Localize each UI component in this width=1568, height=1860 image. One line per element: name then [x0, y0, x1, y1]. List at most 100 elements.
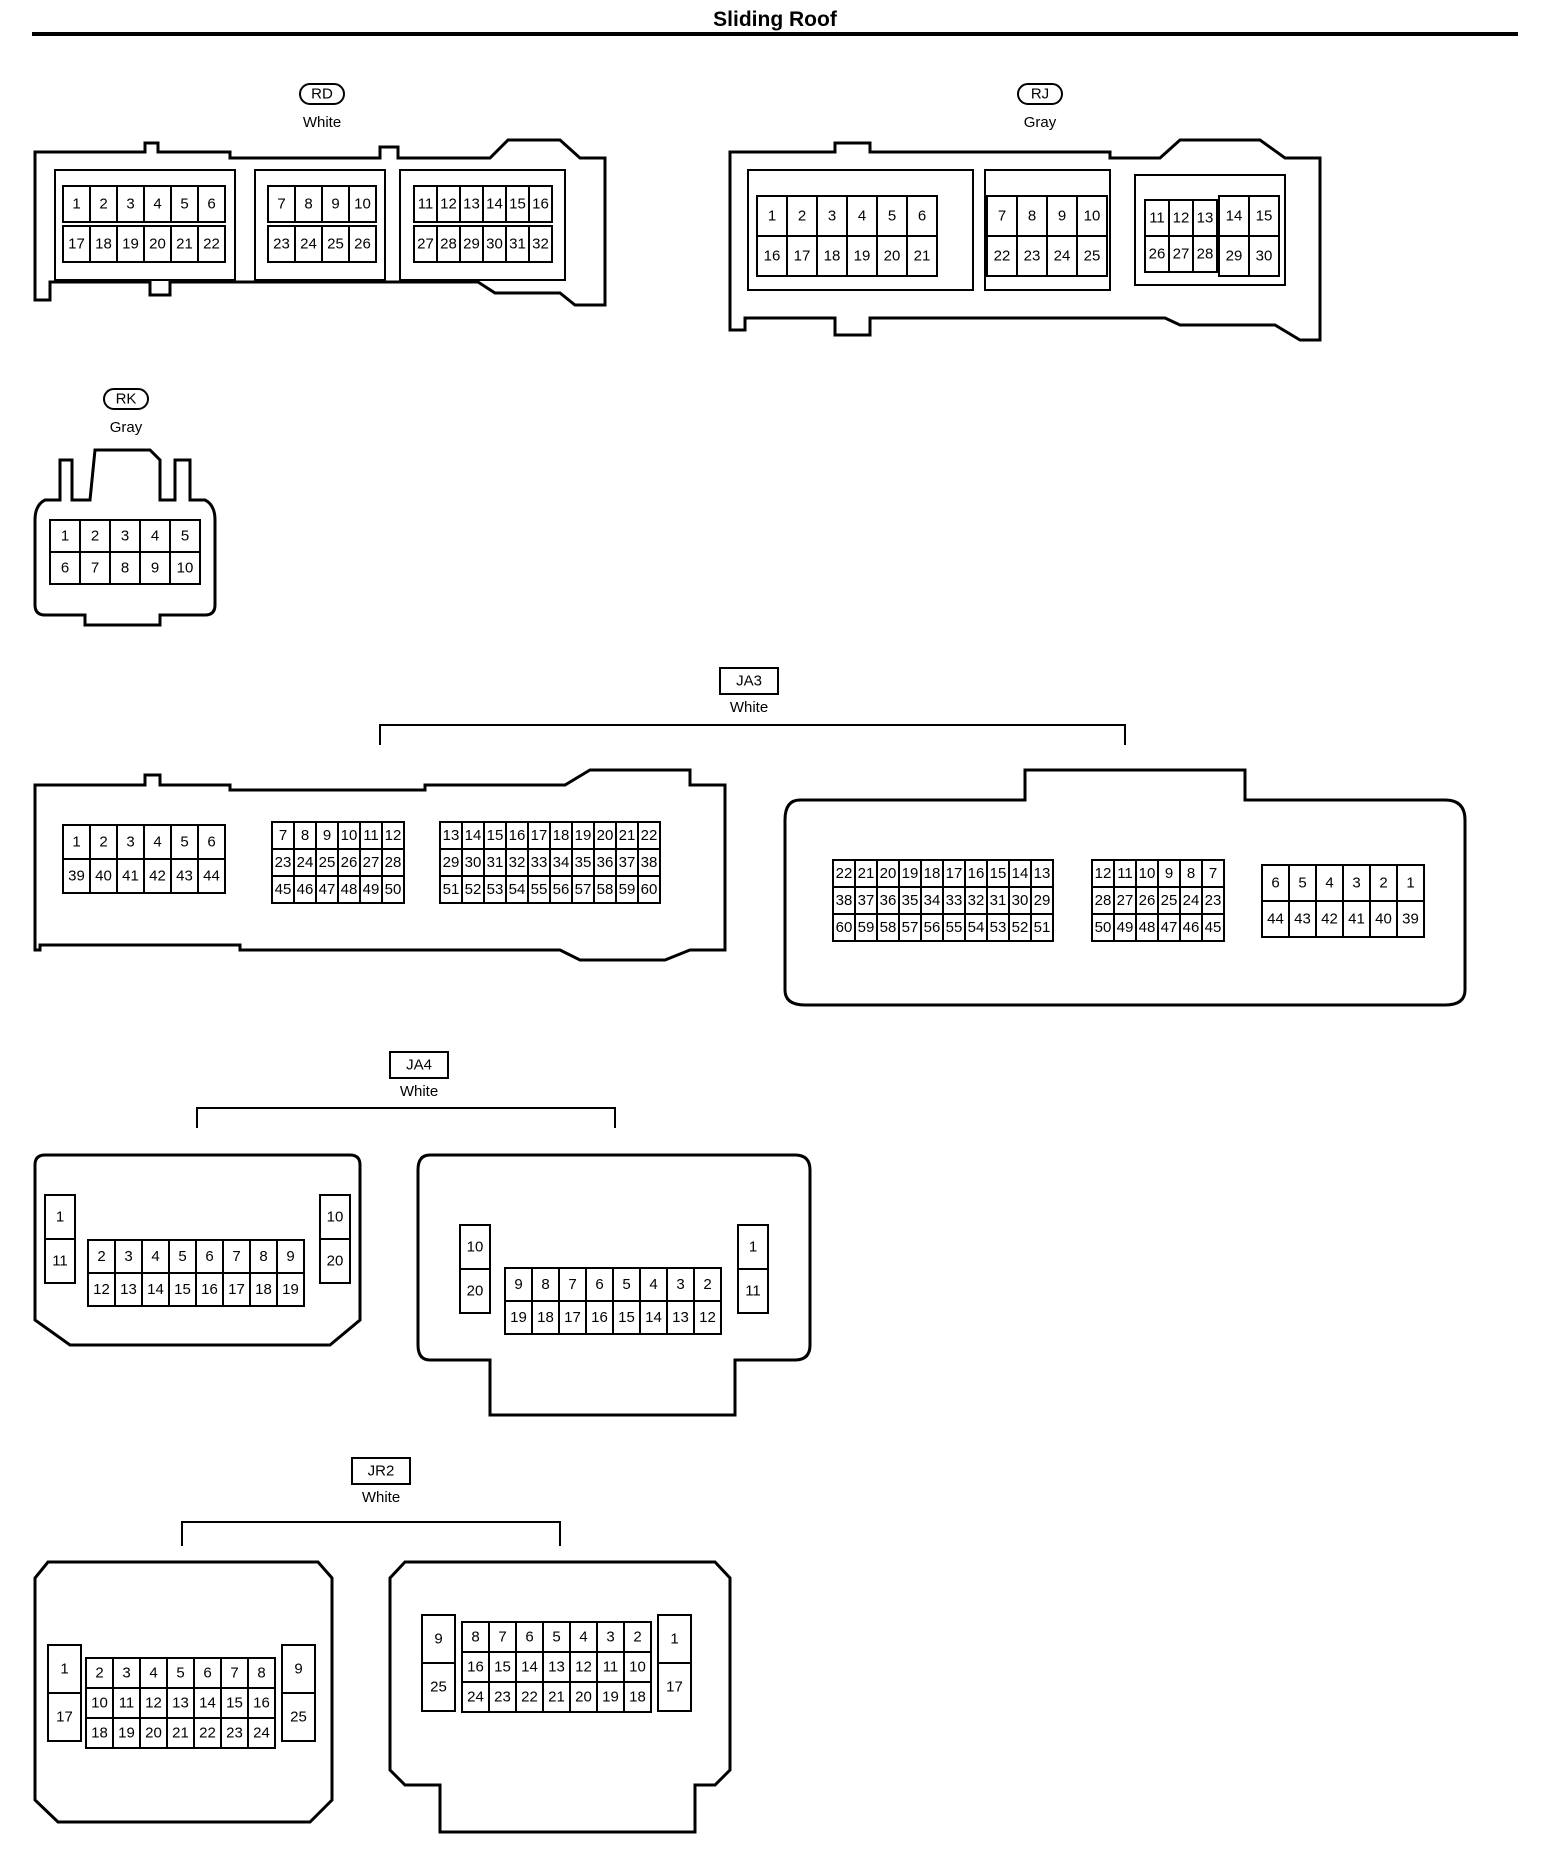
- title-underline: [32, 32, 1518, 36]
- pin-number: 24: [1183, 892, 1200, 909]
- pin-number: 4: [153, 196, 161, 213]
- pin-number: 37: [858, 892, 875, 909]
- pin-number: 50: [385, 881, 402, 898]
- pin-number: 41: [122, 868, 139, 885]
- pin-number: 15: [990, 865, 1007, 882]
- pin-number: 33: [531, 854, 548, 871]
- connector-code-badge: [719, 667, 779, 695]
- pin-number: 19: [575, 827, 592, 844]
- pin-number: 25: [327, 236, 344, 253]
- pin-number: 60: [641, 881, 658, 898]
- pin-number: 8: [121, 560, 129, 577]
- pin-number: 5: [176, 1665, 184, 1682]
- connector-pair-bracket: [181, 1521, 561, 1546]
- pin-number: 17: [68, 236, 85, 253]
- pin-cell: [348, 185, 377, 223]
- pin-number: 54: [509, 881, 526, 898]
- pin-number: 22: [203, 236, 220, 253]
- pin-cell: [1248, 235, 1280, 277]
- pin-number: 17: [228, 1281, 245, 1298]
- pin-cell: [637, 875, 661, 904]
- connector-code: RK: [116, 391, 137, 408]
- pin-number: 23: [1024, 248, 1041, 265]
- pin-number: 43: [176, 868, 193, 885]
- pin-number: 11: [1117, 865, 1133, 882]
- pin-number: 16: [509, 827, 526, 844]
- pin-number: 57: [902, 919, 919, 936]
- pin-number: 11: [603, 1659, 619, 1676]
- pin-number: 56: [924, 919, 941, 936]
- pin-number: 22: [521, 1689, 538, 1706]
- pin-number: 48: [1139, 919, 1156, 936]
- connector-color: White: [730, 699, 768, 716]
- connector-code-badge: [1017, 83, 1063, 105]
- pin-number: 1: [60, 1661, 68, 1678]
- pin-number: 40: [1375, 911, 1392, 928]
- pin-number: 13: [120, 1281, 137, 1298]
- pin-number: 24: [300, 236, 317, 253]
- pin-number: 11: [363, 827, 379, 844]
- pin-number: 33: [946, 892, 963, 909]
- pin-number: 60: [836, 919, 853, 936]
- connector-color: White: [362, 1489, 400, 1506]
- pin-number: 29: [1226, 248, 1243, 265]
- pin-number: 11: [1149, 210, 1165, 227]
- pin-number: 34: [924, 892, 941, 909]
- pin-number: 7: [279, 827, 287, 844]
- pin-number: 53: [990, 919, 1007, 936]
- pin-cell: [1192, 235, 1218, 273]
- pin-number: 23: [494, 1689, 511, 1706]
- pin-number: 4: [579, 1629, 587, 1646]
- pin-number: 12: [1095, 865, 1112, 882]
- pin-number: 39: [68, 868, 85, 885]
- pin-number: 19: [282, 1281, 299, 1298]
- pin-number: 9: [331, 196, 339, 213]
- pin-number: 10: [1139, 865, 1156, 882]
- pin-cell: [1030, 913, 1054, 942]
- pin-cell: [381, 875, 405, 904]
- pin-number: 7: [230, 1665, 238, 1682]
- pin-number: 3: [828, 208, 836, 225]
- pin-cell: [1396, 900, 1425, 938]
- pin-number: 20: [884, 248, 901, 265]
- pin-number: 23: [226, 1725, 243, 1742]
- pin-number: 21: [172, 1725, 189, 1742]
- pin-number: 18: [553, 827, 570, 844]
- pin-number: 15: [509, 196, 526, 213]
- pin-number: 20: [575, 1689, 592, 1706]
- pin-number: 10: [177, 560, 194, 577]
- pin-cell: [44, 1238, 76, 1284]
- pin-number: 15: [494, 1659, 511, 1676]
- pin-number: 47: [1161, 919, 1178, 936]
- pin-number: 15: [174, 1281, 191, 1298]
- pin-cell: [1201, 913, 1225, 942]
- pin-number: 15: [487, 827, 504, 844]
- pin-number: 8: [1028, 208, 1036, 225]
- pin-number: 14: [645, 1309, 662, 1326]
- pin-number: 15: [618, 1309, 635, 1326]
- pin-cell: [657, 1662, 692, 1712]
- pin-number: 27: [417, 236, 434, 253]
- pin-number: 9: [323, 827, 331, 844]
- pin-number: 6: [207, 834, 215, 851]
- pin-number: 20: [145, 1725, 162, 1742]
- pin-number: 19: [118, 1725, 135, 1742]
- pin-number: 5: [888, 208, 896, 225]
- pin-number: 24: [1054, 248, 1071, 265]
- pin-number: 12: [575, 1659, 592, 1676]
- pin-cell: [247, 1717, 276, 1749]
- pin-number: 3: [121, 528, 129, 545]
- pin-number: 9: [1058, 208, 1066, 225]
- pin-number: 19: [122, 236, 139, 253]
- pin-number: 4: [1325, 875, 1333, 892]
- pin-number: 39: [1402, 911, 1419, 928]
- pin-number: 14: [199, 1695, 216, 1712]
- pin-number: 8: [471, 1629, 479, 1646]
- pin-number: 12: [145, 1695, 162, 1712]
- pin-number: 29: [463, 236, 480, 253]
